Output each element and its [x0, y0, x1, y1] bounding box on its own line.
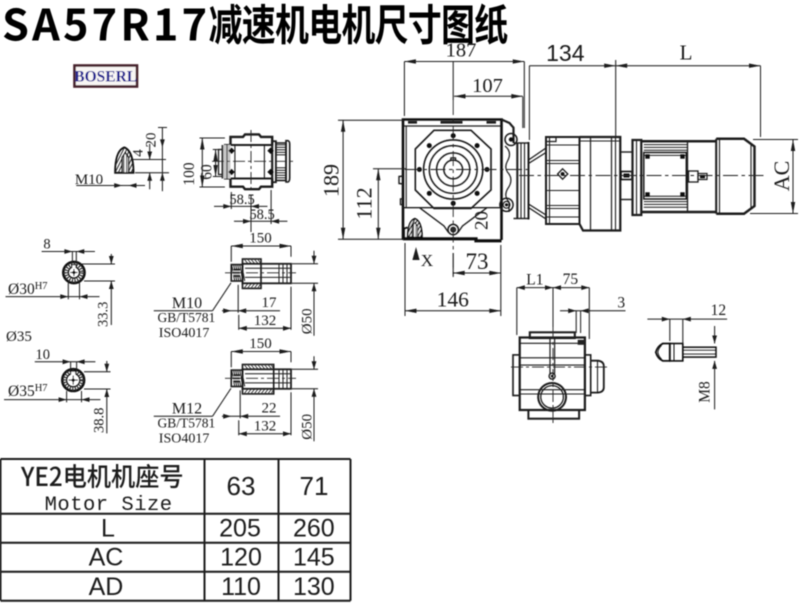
svg-text:Motor Size: Motor Size: [45, 494, 173, 517]
svg-text:M10: M10: [172, 295, 202, 312]
svg-text:20: 20: [144, 133, 160, 148]
svg-text:73: 73: [466, 249, 489, 274]
svg-text:17: 17: [262, 295, 278, 311]
svg-text:146: 146: [437, 288, 470, 312]
svg-text:20: 20: [472, 211, 493, 230]
svg-text:GB/T5781: GB/T5781: [158, 415, 216, 430]
svg-text:L: L: [101, 515, 115, 543]
svg-text:L1: L1: [526, 272, 543, 289]
svg-text:L: L: [680, 41, 693, 65]
svg-text:110: 110: [221, 573, 261, 601]
svg-text:100: 100: [181, 162, 198, 186]
svg-text:8: 8: [43, 237, 50, 253]
svg-text:ISO4017: ISO4017: [159, 326, 210, 341]
svg-text:X: X: [421, 251, 433, 270]
svg-text:Ø50: Ø50: [300, 414, 316, 440]
svg-text:205: 205: [219, 515, 261, 543]
svg-text:120: 120: [220, 544, 262, 572]
svg-text:63: 63: [227, 471, 256, 501]
svg-text:AC: AC: [769, 161, 794, 192]
svg-text:112: 112: [351, 187, 376, 219]
svg-text:130: 130: [293, 573, 335, 601]
svg-text:4: 4: [131, 149, 147, 157]
svg-text:71: 71: [300, 471, 329, 501]
svg-text:BOSERL: BOSERL: [74, 69, 137, 86]
svg-text:AD: AD: [89, 573, 124, 601]
svg-text:22: 22: [262, 400, 277, 416]
svg-text:10: 10: [36, 347, 51, 363]
svg-text:107: 107: [472, 75, 503, 97]
svg-text:134: 134: [546, 40, 585, 66]
svg-text:260: 260: [293, 515, 335, 543]
svg-text:145: 145: [293, 544, 335, 572]
svg-text:GB/T5781: GB/T5781: [158, 310, 216, 325]
svg-text:60: 60: [199, 164, 216, 180]
svg-text:12: 12: [711, 302, 727, 319]
svg-text:150: 150: [249, 230, 272, 246]
svg-text:75: 75: [563, 271, 579, 288]
svg-text:ISO4017: ISO4017: [159, 431, 210, 446]
svg-text:38.8: 38.8: [92, 408, 108, 433]
svg-text:AC: AC: [89, 544, 124, 572]
svg-text:M12: M12: [172, 400, 202, 417]
svg-text:189: 189: [319, 164, 344, 197]
svg-text:33.3: 33.3: [96, 302, 112, 327]
svg-text:58.5: 58.5: [229, 192, 254, 208]
svg-text:58.5: 58.5: [249, 207, 274, 223]
svg-text:M8: M8: [697, 381, 714, 403]
svg-text:M10: M10: [75, 172, 103, 188]
svg-text:132: 132: [254, 418, 277, 434]
svg-text:Ø35: Ø35: [6, 329, 32, 345]
svg-text:132: 132: [254, 313, 277, 329]
svg-text:187: 187: [446, 40, 477, 62]
svg-text:3: 3: [617, 295, 625, 312]
svg-text:150: 150: [249, 336, 272, 352]
svg-text:Ø50: Ø50: [300, 308, 316, 334]
